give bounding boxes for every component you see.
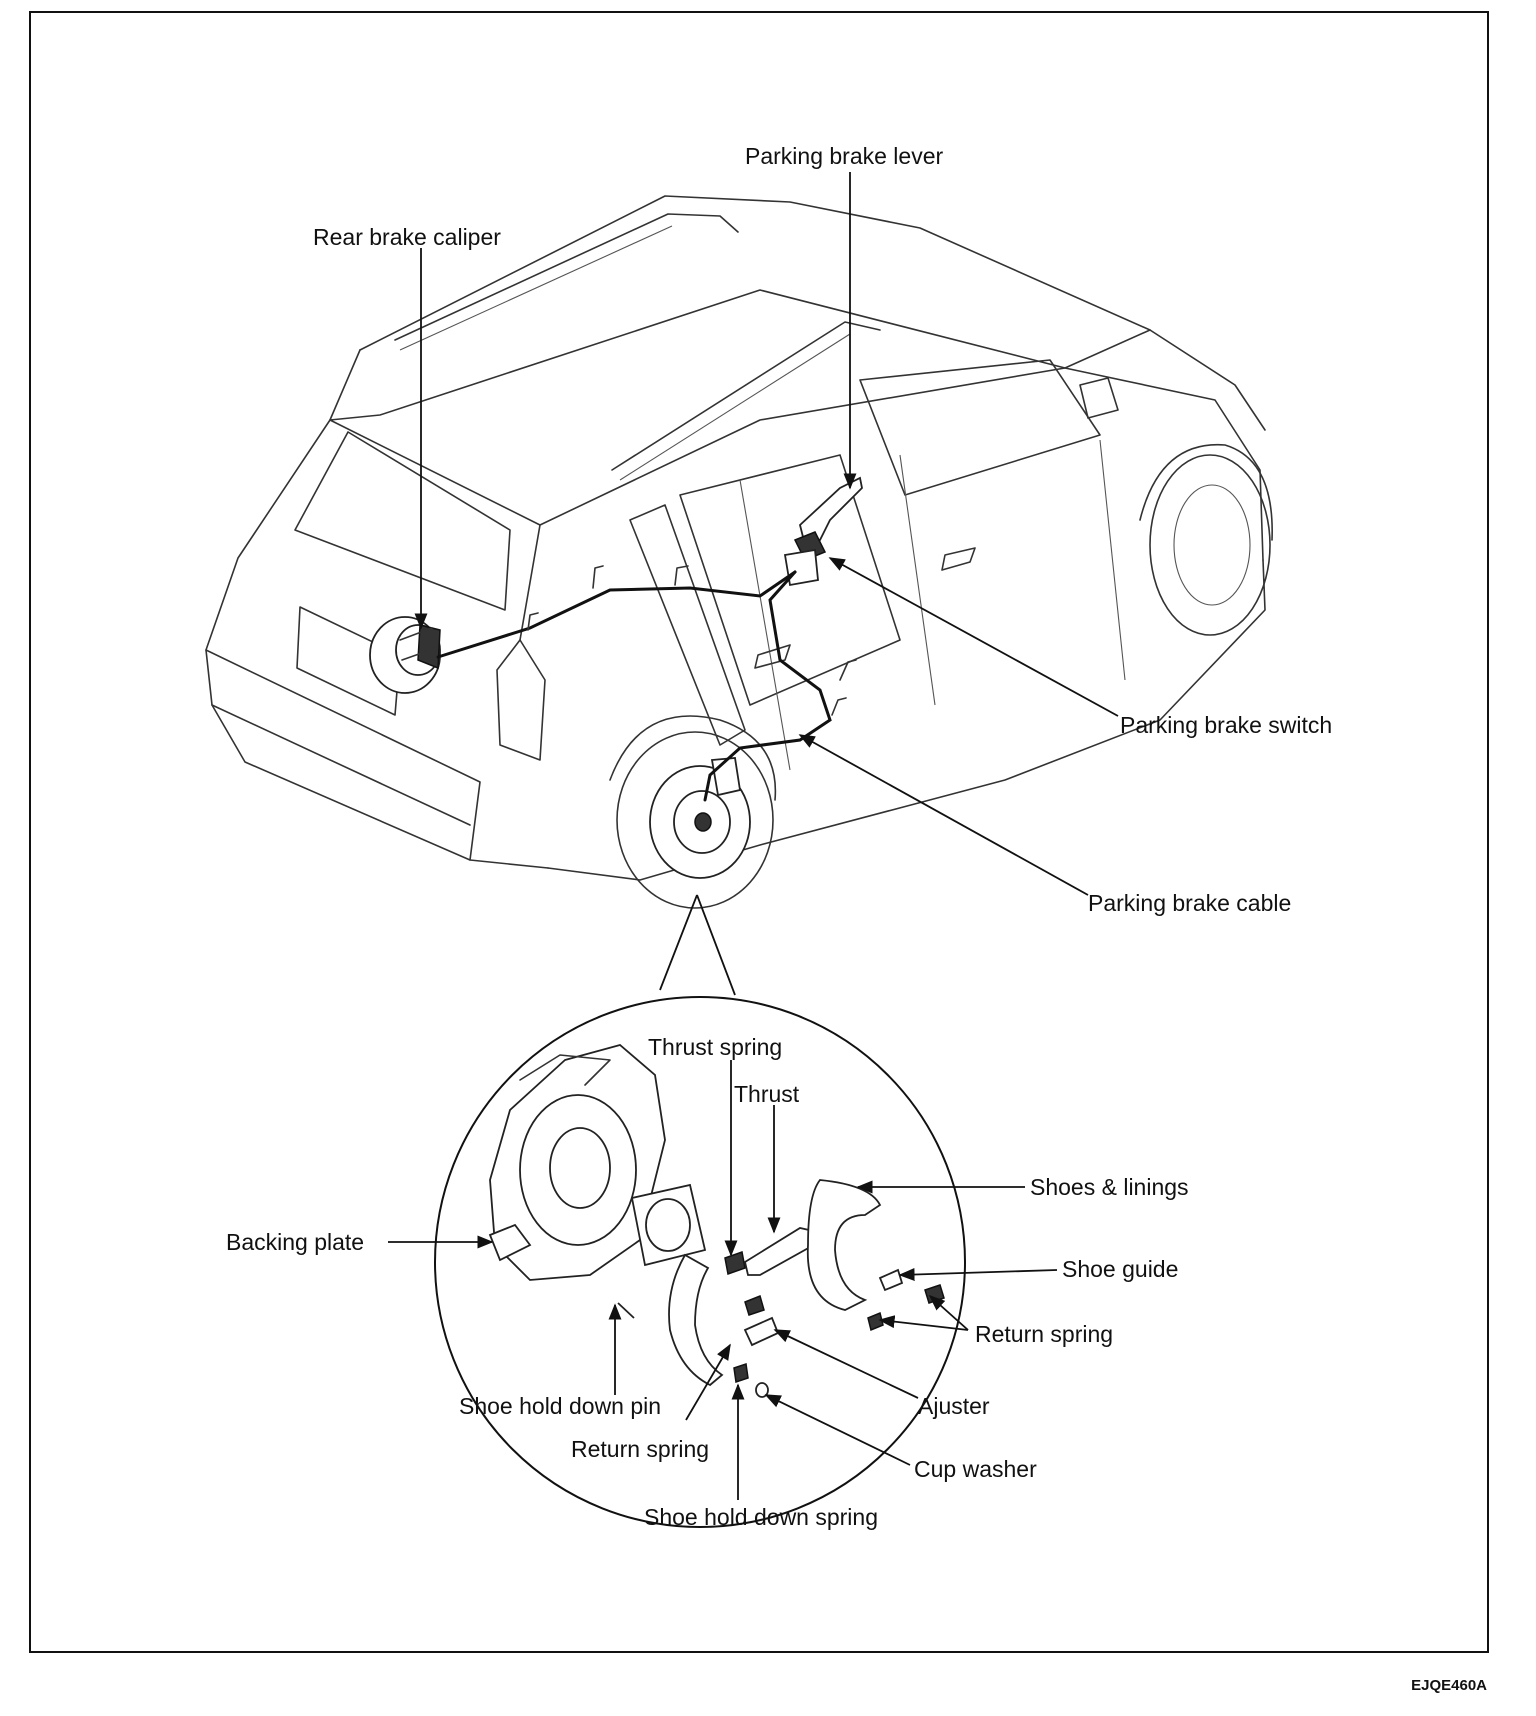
- label-cup-washer: Cup washer: [914, 1456, 1037, 1482]
- parking-brake-cable-routing: [436, 565, 857, 802]
- label-shoe-hold-down-pin: Shoe hold down pin: [459, 1393, 661, 1419]
- shoe-guide-part: [878, 1268, 904, 1292]
- backing-plate-part: [488, 1044, 666, 1281]
- label-ajuster: Ajuster: [918, 1393, 990, 1419]
- figure-frame: [29, 11, 1489, 1653]
- label-shoe-guide: Shoe guide: [1062, 1256, 1178, 1282]
- label-shoe-hold-down-spring: Shoe hold down spring: [644, 1504, 878, 1530]
- label-return-spring-right: Return spring: [975, 1321, 1113, 1347]
- leader-parking-brake-switch: [828, 557, 1119, 717]
- exploded-parts: [488, 1044, 945, 1398]
- label-backing-plate: Backing plate: [226, 1229, 364, 1255]
- gasket-plate-part: [630, 1183, 707, 1267]
- rear-wheel-disc: [649, 757, 751, 879]
- rear-brake-caliper-part: [369, 616, 441, 694]
- label-rear-brake-caliper: Rear brake caliper: [313, 224, 501, 250]
- shoe-hold-down-spring-part: [733, 1363, 749, 1383]
- label-parking-brake-lever: Parking brake lever: [745, 143, 943, 169]
- leader-shoe-guide: [898, 1268, 1058, 1282]
- label-thrust: Thrust: [734, 1081, 800, 1107]
- label-parking-brake-switch: Parking brake switch: [1120, 712, 1332, 738]
- leader-parking-brake-cable: [798, 734, 1089, 896]
- label-parking-brake-cable: Parking brake cable: [1088, 890, 1291, 916]
- label-shoes-linings: Shoes & linings: [1030, 1174, 1189, 1200]
- label-thrust-spring: Thrust spring: [648, 1034, 782, 1060]
- leader-cup-washer: [764, 1394, 911, 1466]
- figure-code: EJQE460A: [1411, 1677, 1487, 1694]
- shoe-upper-right-part: [806, 1179, 882, 1311]
- leader-ajuster: [773, 1329, 919, 1399]
- vehicle-illustration: [205, 195, 1273, 909]
- detail-callout-pointer: [659, 894, 736, 996]
- leader-return-spring-bottom: [685, 1343, 731, 1421]
- shoe-lower-left-part: [668, 1253, 724, 1387]
- leader-return-spring-right-b: [878, 1315, 969, 1331]
- cup-washer-part: [755, 1382, 769, 1398]
- leader-return-spring-right-a: [928, 1294, 969, 1331]
- label-return-spring-bottom: Return spring: [571, 1436, 709, 1462]
